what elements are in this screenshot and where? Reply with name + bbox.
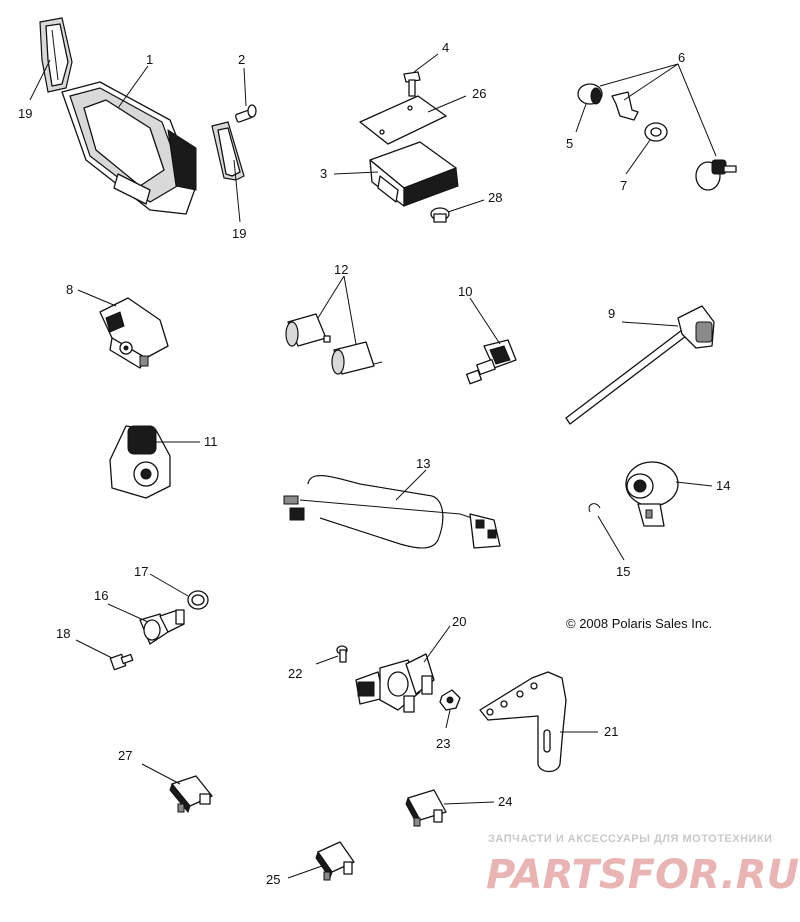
part-7-washer <box>644 122 668 142</box>
callout-12: 12 <box>334 262 348 277</box>
leader-1 <box>117 65 149 109</box>
part-6-sensor <box>695 159 737 191</box>
leader-6a <box>599 63 679 87</box>
watermark-tagline: ЗАПЧАСТИ И АКСЕССУАРЫ ДЛЯ МОТОТЕХНИКИ <box>488 833 773 845</box>
part-10-temp-sensor <box>466 339 517 385</box>
leader-5 <box>575 103 587 133</box>
leader-12b <box>343 275 357 345</box>
callout-3: 3 <box>320 166 327 181</box>
callout-7: 7 <box>620 178 627 193</box>
leader-19a <box>29 59 51 101</box>
leader-2 <box>243 67 247 107</box>
part-12-cylinders <box>285 313 383 375</box>
part-3-module <box>369 141 459 207</box>
callout-17: 17 <box>134 564 148 579</box>
leader-6b <box>623 63 679 101</box>
part-15-clip <box>588 503 601 513</box>
part-9-rod-sensor <box>565 305 715 425</box>
leader-25 <box>287 865 323 879</box>
part-28-nut <box>430 207 450 223</box>
callout-26: 26 <box>472 86 486 101</box>
part-27-relay <box>169 775 213 814</box>
copyright-text: © 2008 Polaris Sales Inc. <box>566 616 712 631</box>
callout-13: 13 <box>416 456 430 471</box>
callout-19a: 19 <box>18 106 32 121</box>
part-1-ecu <box>61 81 197 215</box>
callout-21: 21 <box>604 724 618 739</box>
part-19-bracket-b <box>211 121 245 181</box>
leader-28 <box>447 199 485 213</box>
leader-7 <box>625 139 651 175</box>
leader-8 <box>77 289 117 307</box>
callout-18: 18 <box>56 626 70 641</box>
part-25-relay <box>315 841 355 881</box>
leader-20 <box>423 625 451 663</box>
leader-10 <box>469 297 501 345</box>
leader-24 <box>443 801 495 805</box>
callout-14: 14 <box>716 478 730 493</box>
part-8-map-sensor <box>99 297 169 369</box>
leader-3 <box>333 171 379 175</box>
leader-19b <box>233 159 241 223</box>
part-18-bolt <box>109 653 134 671</box>
part-5-sensor-cap <box>577 83 603 105</box>
leader-13 <box>395 469 427 501</box>
part-26-cover-plate <box>359 95 447 145</box>
part-13-harness <box>283 475 501 549</box>
callout-23: 23 <box>436 736 450 751</box>
callout-9: 9 <box>608 306 615 321</box>
part-4-screw <box>403 71 421 97</box>
part-2-bolt <box>235 104 257 123</box>
callout-2: 2 <box>238 52 245 67</box>
leader-22 <box>315 655 339 665</box>
callout-25: 25 <box>266 872 280 887</box>
part-20-idle-valve <box>355 653 435 713</box>
leader-26 <box>427 95 467 113</box>
part-16-speed-sensor <box>139 609 185 645</box>
callout-16: 16 <box>94 588 108 603</box>
part-22-screw <box>336 645 348 663</box>
callout-8: 8 <box>66 282 73 297</box>
callout-27: 27 <box>118 748 132 763</box>
leader-4 <box>413 53 439 73</box>
leader-16 <box>107 603 149 623</box>
callout-19b: 19 <box>232 226 246 241</box>
callout-28: 28 <box>488 190 502 205</box>
watermark-logo: PARTSFOR.RU <box>486 852 799 898</box>
callout-15: 15 <box>616 564 630 579</box>
part-21-bracket <box>479 671 567 773</box>
leader-14 <box>675 481 713 487</box>
part-11-throttle-sensor <box>109 425 171 499</box>
leader-6c <box>677 63 717 157</box>
part-19-bracket-a <box>39 17 73 93</box>
leader-17 <box>149 573 189 597</box>
leader-12a <box>317 275 345 319</box>
callout-22: 22 <box>288 666 302 681</box>
part-23-nut <box>439 689 461 711</box>
callout-10: 10 <box>458 284 472 299</box>
leader-23 <box>445 709 451 729</box>
part-6-clip <box>611 91 639 121</box>
callout-6: 6 <box>678 50 685 65</box>
part-17-o-ring <box>187 590 209 610</box>
callout-1: 1 <box>146 52 153 67</box>
leader-18 <box>75 639 113 659</box>
leader-15 <box>597 515 625 561</box>
callout-11: 11 <box>204 434 218 449</box>
callout-20: 20 <box>452 614 466 629</box>
part-24-relay <box>405 789 447 828</box>
part-14-knock-sensor <box>625 461 679 527</box>
callout-4: 4 <box>442 40 449 55</box>
callout-5: 5 <box>566 136 573 151</box>
callout-24: 24 <box>498 794 512 809</box>
leader-27 <box>141 763 181 785</box>
leader-9 <box>621 321 679 327</box>
